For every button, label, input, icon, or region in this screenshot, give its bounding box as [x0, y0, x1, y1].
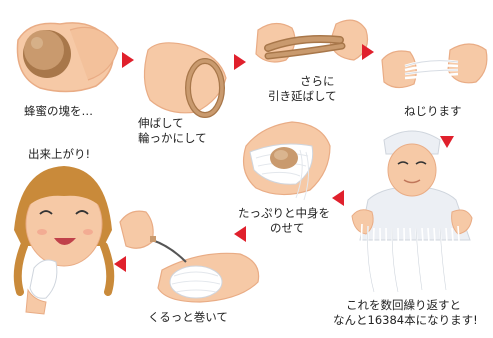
caption-step5-line2: のせて	[270, 221, 305, 235]
arrow-1	[122, 52, 134, 68]
caption-step2-line2: 輪っかにして	[138, 131, 207, 145]
panel-ring	[143, 42, 227, 118]
panel-chef	[351, 130, 473, 293]
panel-fill	[243, 121, 331, 201]
arrow-6	[234, 226, 246, 242]
caption-step3-line2: 引き延ばして	[268, 89, 337, 103]
caption-step4: ねじります	[404, 104, 462, 118]
caption-repeat-line1: これを数回繰り返すと	[346, 298, 461, 312]
caption-step3-line1: さらに	[300, 74, 335, 88]
panel-twist	[381, 43, 488, 89]
arrow-7	[114, 256, 126, 272]
caption-step5-line1: たっぷりと中身を	[238, 206, 330, 220]
panel-honey-lump	[16, 22, 119, 93]
panel-girl	[13, 166, 115, 315]
arrow-2	[234, 54, 246, 70]
arrow-3	[362, 44, 374, 60]
arrow-5	[332, 190, 344, 206]
caption-step1: 蜂蜜の塊を…	[24, 104, 93, 118]
caption-step2-line1: 伸ばして	[138, 116, 184, 130]
panel-stretch	[255, 19, 369, 63]
caption-step6: くるっと巻いて	[148, 310, 228, 324]
panel-roll	[119, 210, 260, 303]
caption-repeat-line2: なんと16384本になります!	[333, 313, 478, 327]
arrow-4	[440, 136, 454, 148]
caption-done: 出来上がり!	[28, 147, 91, 161]
